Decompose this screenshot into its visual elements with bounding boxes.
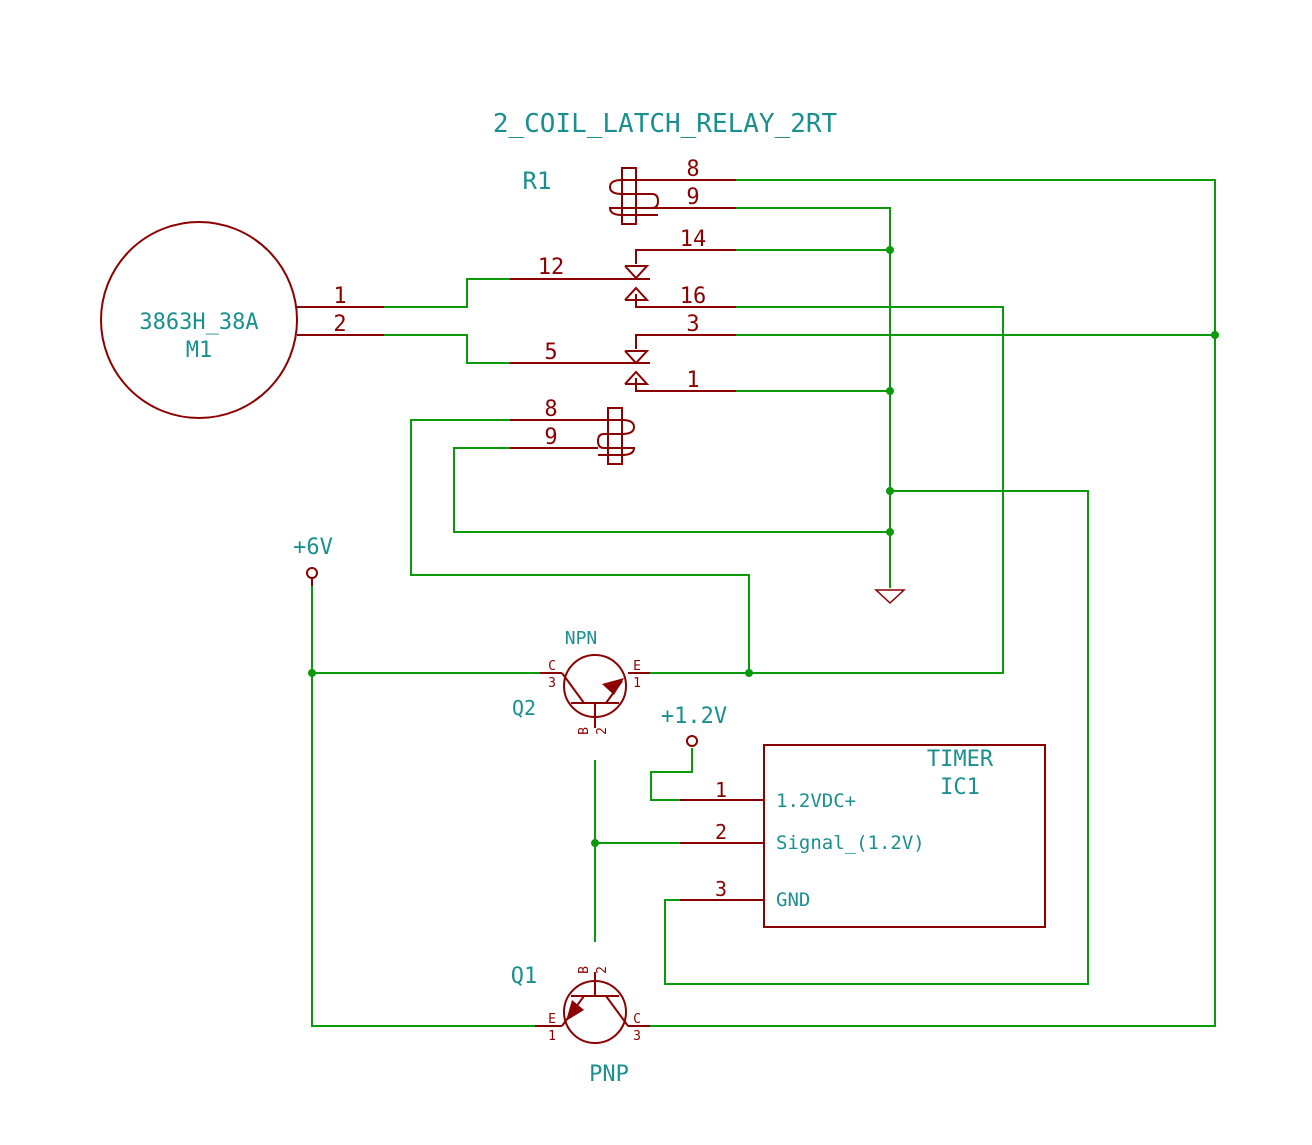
relay-coil-bottom-pin-8: 8 — [544, 397, 557, 422]
timer-pin-3-num: 3 — [715, 877, 727, 901]
motor-pin-1: 1 — [333, 284, 346, 309]
junction-dot — [886, 387, 894, 395]
relay-pin-16: 16 — [680, 284, 707, 309]
relay-contact-group-2 — [510, 334, 736, 392]
junction-dot — [308, 669, 316, 677]
timer-pin-1-name: 1.2VDC+ — [776, 790, 856, 812]
junction-dot — [745, 669, 753, 677]
q1-pin-b: 2 — [595, 966, 610, 974]
relay-coil-top-pin-8: 8 — [686, 157, 699, 182]
relay-coil-bottom-pin-9: 9 — [544, 425, 557, 450]
power-flag-icon — [306, 567, 318, 579]
ground-symbol — [874, 589, 906, 605]
power-flag-icon — [686, 735, 698, 747]
motor-ref: M1 — [186, 338, 213, 363]
relay-pin-5: 5 — [544, 340, 557, 365]
relay-ref: R1 — [523, 167, 552, 195]
junction-dot — [886, 246, 894, 254]
junctions — [308, 246, 1219, 847]
power-12v-label: +1.2V — [661, 704, 727, 729]
relay-contact-group-1 — [510, 249, 736, 308]
q1-e-label: E — [548, 1012, 556, 1027]
relay-coil-top — [608, 167, 736, 225]
junction-dot — [886, 487, 894, 495]
wire-r1-pin9-to-gnd-rail — [736, 207, 891, 588]
wire-12v-to-timer — [650, 748, 693, 801]
timer-pin-2-name: Signal_(1.2V) — [776, 832, 925, 854]
q2-pin-c: 3 — [548, 676, 556, 691]
q2-pin-e: 1 — [633, 676, 641, 691]
wire-gnd-to-timer-gnd — [664, 490, 1089, 985]
motor-pin-2: 2 — [333, 312, 346, 337]
diagram-title: 2_COIL_LATCH_RELAY_2RT — [493, 109, 838, 139]
wire-6v-rail — [311, 585, 535, 1027]
q1-ref: Q1 — [511, 964, 538, 989]
timer-pin-1-num: 1 — [715, 778, 727, 802]
timer-body — [763, 744, 1046, 928]
wire-motor2-to-pin5 — [384, 334, 510, 364]
relay-pin-12: 12 — [538, 255, 565, 280]
power-6v: +6V — [293, 535, 333, 586]
junction-dot — [1211, 331, 1219, 339]
q1-b-label: B — [577, 966, 592, 974]
timer-ref: IC1 — [940, 775, 980, 800]
ground-icon — [874, 589, 906, 605]
relay-pin-3: 3 — [686, 312, 699, 337]
wire-coil-bottom-pin9 — [453, 447, 890, 533]
timer-pin-2-num: 2 — [715, 820, 727, 844]
motor-m1: 3863H_38A M1 1 2 — [100, 221, 384, 419]
q2-type: NPN — [565, 628, 598, 649]
wires — [311, 179, 1216, 1027]
relay-pin-14: 14 — [680, 227, 707, 252]
timer-ic1: TIMER IC1 1 1.2VDC+ 2 Signal_(1.2V) 3 GN… — [680, 744, 1046, 928]
q2-pin-b: 2 — [595, 727, 610, 735]
wire-motor1-to-pin12 — [384, 278, 510, 308]
motor-body — [100, 221, 298, 419]
timer-pin-3-name: GND — [776, 889, 810, 911]
q2-b-label: B — [577, 727, 592, 735]
transistor-q1: PNP Q1 E 1 C 3 B 2 — [511, 964, 650, 1087]
timer-value: TIMER — [927, 747, 994, 772]
power-6v-label: +6V — [293, 535, 333, 560]
transistor-q2: NPN Q2 C 3 E 1 B 2 — [512, 628, 650, 735]
emitter-arrow-icon — [602, 678, 624, 695]
motor-value: 3863H_38A — [139, 310, 258, 335]
q2-ref: Q2 — [512, 696, 536, 720]
q1-c-label: C — [633, 1012, 641, 1027]
q1-type: PNP — [589, 1062, 629, 1087]
q1-pin-e: 1 — [548, 1029, 556, 1044]
relay-coil-bottom — [510, 407, 636, 465]
q2-c-label: C — [548, 659, 556, 674]
wire-r1-pin8-to-right-rail — [628, 179, 1216, 1027]
junction-dot — [591, 839, 599, 847]
emitter-arrow-icon — [566, 1000, 584, 1021]
q1-pin-c: 3 — [633, 1029, 641, 1044]
power-12v: +1.2V — [661, 704, 727, 747]
q2-e-label: E — [633, 659, 641, 674]
relay-r1: R1 8 9 14 12 16 3 5 1 — [510, 157, 736, 465]
junction-dot — [886, 528, 894, 536]
relay-coil-top-pin-9: 9 — [686, 185, 699, 210]
relay-pin-1: 1 — [686, 368, 699, 393]
wire-coil-bottom-pin8 — [410, 419, 750, 673]
